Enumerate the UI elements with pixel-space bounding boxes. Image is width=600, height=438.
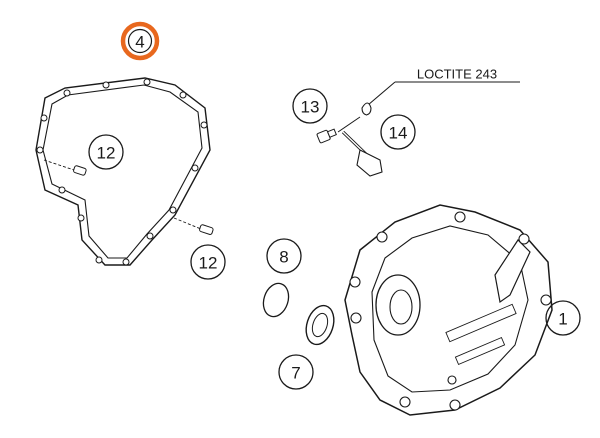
- screw-plug-part: [316, 128, 337, 144]
- loctite-label: LOCTITE 243: [417, 67, 497, 82]
- clutch-cover-number: 1: [558, 310, 567, 329]
- shaft-seal-number: 7: [291, 364, 300, 383]
- screw-plug[interactable]: 13: [292, 88, 337, 144]
- gasket[interactable]: 12: [35, 77, 211, 266]
- screw-callout: [380, 114, 416, 150]
- dowel-pin-upper: [43, 159, 87, 176]
- cover-logo-plate: [445, 303, 517, 343]
- gasket-number: 12: [97, 144, 116, 163]
- screw-plug-number: 13: [301, 98, 320, 117]
- loctite-annotation: LOCTITE 243: [361, 67, 520, 116]
- dowel-pin-number: 12: [199, 254, 218, 273]
- figure-ref-badge[interactable]: 4: [120, 21, 160, 61]
- figure-ref-number: 4: [135, 33, 144, 52]
- o-ring-number: 8: [279, 248, 288, 267]
- cover-lever: [494, 239, 531, 304]
- cover-bolt-bosses: [349, 211, 552, 411]
- screw[interactable]: 14: [337, 114, 416, 177]
- dowel-pin-callout: [190, 244, 226, 280]
- screw-leader: [337, 116, 361, 133]
- loctite-leader: [367, 81, 396, 106]
- screw-part: [341, 130, 383, 177]
- o-ring[interactable]: 8: [259, 238, 302, 320]
- gasket-bolt-holes: [36, 78, 208, 266]
- clutch-cover-callout: [545, 300, 581, 336]
- clutch-cover[interactable]: 1: [344, 204, 581, 416]
- shaft-seal[interactable]: 7: [278, 302, 339, 390]
- screw-plug-callout: [292, 88, 328, 124]
- screw-number: 14: [389, 124, 408, 143]
- gasket-callout: [88, 134, 124, 170]
- dowel-pin-lower[interactable]: 12: [173, 217, 226, 280]
- shaft-seal-callout: [278, 354, 314, 390]
- o-ring-part: [262, 282, 290, 318]
- loctite-drop-icon: [361, 102, 372, 116]
- o-ring-callout: [266, 238, 302, 274]
